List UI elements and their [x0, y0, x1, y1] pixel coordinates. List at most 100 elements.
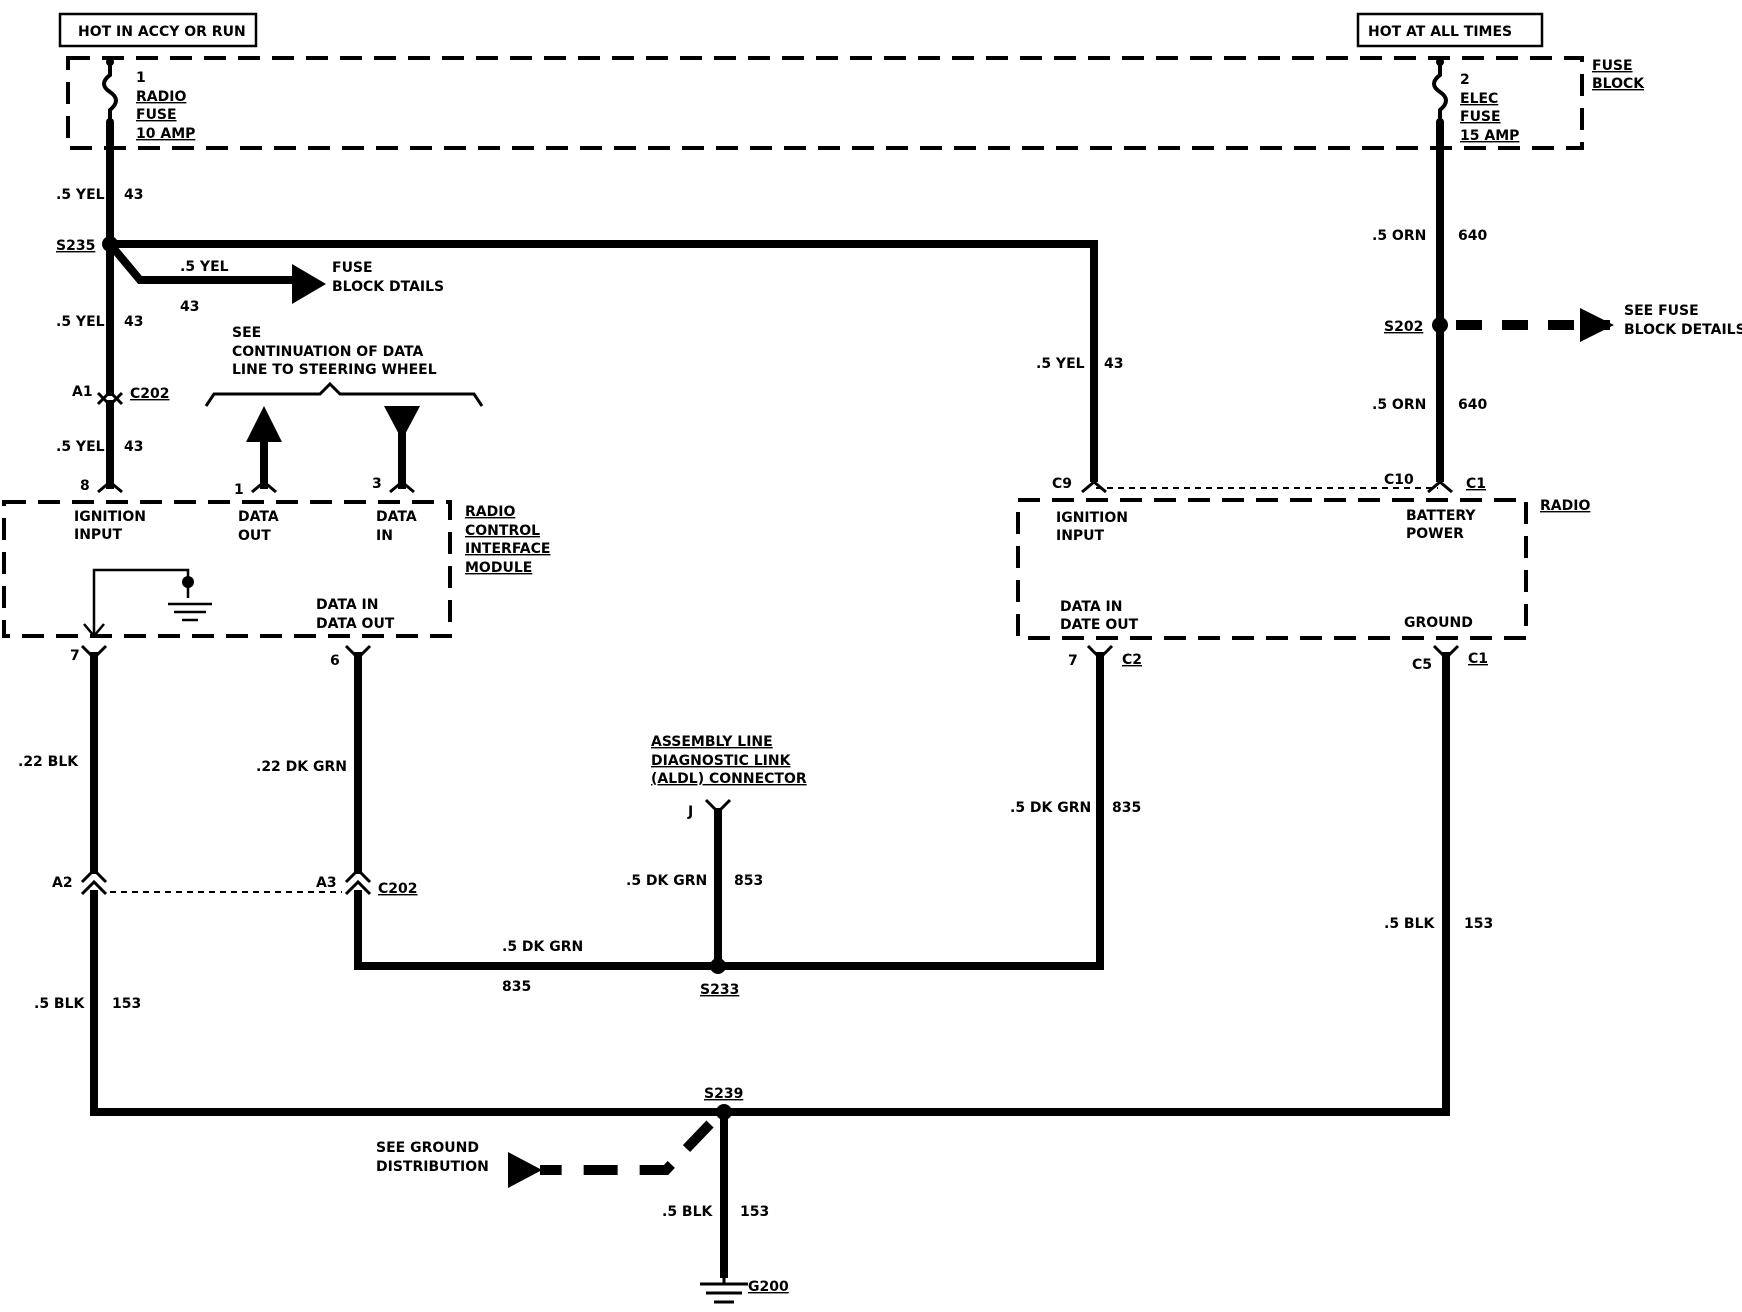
rcim-data-wire: [344, 644, 1114, 970]
ref-ground-dist-1: SEE GROUND: [376, 1140, 479, 1156]
label-43-2: 43: [124, 314, 143, 330]
label-dkgrn-bottom: .5 DK GRN: [502, 939, 583, 955]
radio-data-1: DATA IN: [1060, 599, 1122, 615]
rcim-title-4: MODULE: [465, 560, 532, 576]
fuse-1-name-1: RADIO: [136, 89, 186, 105]
radio-ground-wire: [1432, 644, 1460, 1116]
label-dkgrn-radio: .5 DK GRN: [1010, 800, 1091, 816]
fuse-1-icon: [102, 62, 118, 122]
label-dkgrn22: .22 DK GRN: [256, 759, 347, 775]
rcim-ign-1: IGNITION: [74, 509, 146, 525]
rcim-internal-ground-icon: [83, 568, 212, 638]
conn-a3: A3: [316, 875, 337, 891]
ref-aldl-3: (ALDL) CONNECTOR: [651, 771, 807, 787]
ref-ground-dist-2: DISTRIBUTION: [376, 1159, 489, 1175]
rcim-title-1: RADIO: [465, 504, 515, 520]
conn-c202-bottom: C202: [378, 881, 418, 897]
splice-s239-dot: [716, 1104, 732, 1120]
rcim-dout-2: OUT: [238, 528, 271, 544]
label-blk-ground: .5 BLK: [662, 1204, 714, 1220]
header-always-label: HOT AT ALL TIMES: [1368, 24, 1512, 40]
radio-ign-2: INPUT: [1056, 528, 1105, 544]
rcim-dinout-2: DATA OUT: [316, 616, 395, 632]
splice-s235-dot: [102, 236, 118, 252]
rcim-ign-2: INPUT: [74, 527, 123, 543]
fuse-block-label-2: BLOCK: [1592, 76, 1645, 92]
arrow-ground-distribution: [508, 1152, 542, 1188]
arrow-see-fuse-block: [1580, 308, 1614, 342]
label-yel-branch: .5 YEL: [180, 259, 229, 275]
label-153-ground: 153: [740, 1204, 769, 1220]
header-hot-at-all-times: HOT AT ALL TIMES: [1356, 12, 1544, 48]
label-153-left: 153: [112, 996, 141, 1012]
fuse-2-name-1: ELEC: [1460, 91, 1498, 107]
splice-s233-dot: [710, 958, 726, 974]
arrow-fuse-block-details: [292, 264, 326, 304]
pin-7-left: 7: [70, 648, 80, 664]
ref-aldl-2: DIAGNOSTIC LINK: [651, 753, 792, 769]
ignition-feed-wire: [102, 122, 1098, 489]
label-blk-left: .5 BLK: [34, 996, 86, 1012]
radio-ign-1: IGNITION: [1056, 510, 1128, 526]
ground-bus-wire: [90, 1104, 1450, 1278]
label-835-radio: 835: [1112, 800, 1141, 816]
fuse-2-icon: [1432, 62, 1448, 122]
conn-j: J: [687, 804, 693, 820]
pin-6: 6: [330, 653, 340, 669]
label-43-branch: 43: [180, 299, 199, 315]
conn-a1: A1: [72, 384, 93, 400]
header-hot-in-accy-or-run: HOT IN ACCY OR RUN: [58, 12, 258, 48]
pin-8: 8: [80, 478, 90, 494]
steering-wheel-data-ref: [204, 381, 484, 494]
ref-aldl-1: ASSEMBLY LINE: [651, 734, 773, 750]
rcim-title-2: CONTROL: [465, 523, 540, 539]
radio-bat-1: BATTERY: [1406, 508, 1476, 524]
fuse-2-rating: 15 AMP: [1460, 128, 1519, 144]
fuse-1-number: 1: [136, 70, 146, 86]
ref-steering-1: SEE: [232, 325, 261, 341]
conn-c1-top: C1: [1466, 476, 1486, 492]
radio-outline: [1016, 498, 1528, 640]
radio-bat-2: POWER: [1406, 526, 1464, 542]
label-orn-2: .5 ORN: [1372, 397, 1426, 413]
fuse-1-rating: 10 AMP: [136, 126, 195, 142]
fuse-block-outline: [66, 56, 1584, 150]
label-yel-2: .5 YEL: [56, 314, 105, 330]
radio-title: RADIO: [1540, 498, 1590, 514]
data-out-arrow-up: [246, 406, 282, 442]
rcim-ground-wire: [80, 644, 108, 1116]
splice-s239: S239: [704, 1086, 743, 1102]
radio-ground: GROUND: [1404, 615, 1473, 631]
label-blk22: .22 BLK: [18, 754, 79, 770]
label-dkgrn-aldl: .5 DK GRN: [626, 873, 707, 889]
rcim-outline: [2, 500, 452, 638]
fuse-1-name-2: FUSE: [136, 107, 177, 123]
rcim-title-3: INTERFACE: [465, 541, 550, 557]
ref-see-fuse-2: BLOCK DETAILS: [1624, 322, 1742, 338]
ref-fuse-dtails-2: BLOCK DTAILS: [332, 279, 444, 295]
label-835-bottom: 835: [502, 979, 531, 995]
conn-c10: C10: [1384, 472, 1414, 488]
label-blk-radio: .5 BLK: [1384, 916, 1436, 932]
label-43-4: 43: [1104, 356, 1123, 372]
aldl-wire: [704, 798, 732, 974]
label-153-radio: 153: [1464, 916, 1493, 932]
label-640-1: 640: [1458, 228, 1487, 244]
conn-c202-top: C202: [130, 386, 170, 402]
radio-data-2: DATE OUT: [1060, 617, 1139, 633]
conn-c2: C2: [1122, 652, 1142, 668]
pin-3: 3: [372, 476, 382, 492]
battery-feed-wire: [1427, 122, 1614, 494]
pin-1: 1: [234, 482, 244, 498]
rcim-dout-1: DATA: [238, 509, 279, 525]
pin-7-radio: 7: [1068, 653, 1078, 669]
elec-fuse: 2 ELEC FUSE 15 AMP: [1432, 58, 1519, 144]
rcim-din-2: IN: [376, 528, 393, 544]
label-43-1: 43: [124, 187, 143, 203]
conn-c9: C9: [1052, 476, 1072, 492]
splice-s235: S235: [56, 238, 95, 254]
label-43-3: 43: [124, 439, 143, 455]
ref-see-fuse-1: SEE FUSE: [1624, 303, 1699, 319]
label-yel-3: .5 YEL: [56, 439, 105, 455]
